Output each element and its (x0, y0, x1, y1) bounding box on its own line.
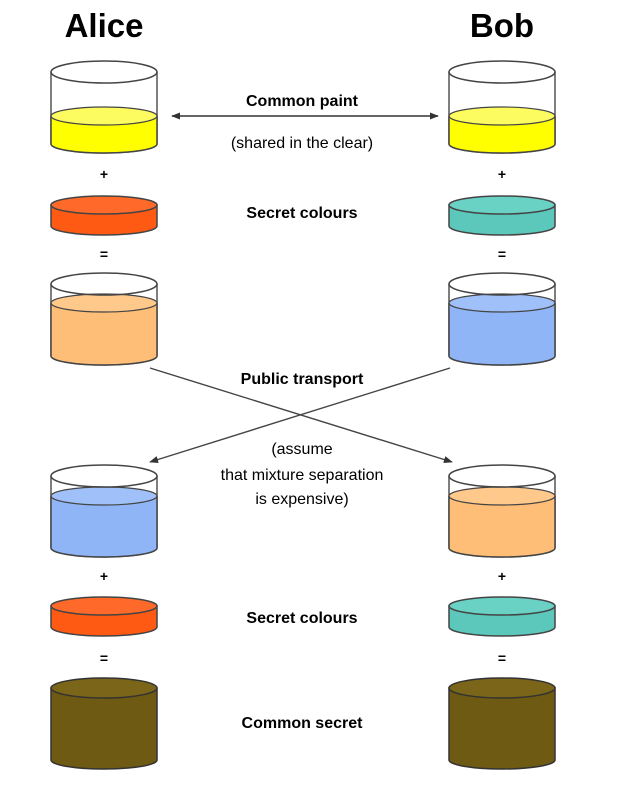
assumption-note-line-2: that mixture separation (220, 467, 384, 484)
alice-title: Alice (64, 7, 144, 44)
bob-mixture-beaker (448, 272, 556, 366)
alice-secret-colour-disc-2 (50, 596, 158, 637)
bob-received-mixture-beaker (448, 464, 556, 558)
bob-common-paint-beaker (448, 60, 556, 154)
alice-plus-2: + (99, 568, 109, 584)
bob-common-secret-cylinder (448, 677, 556, 770)
alice-common-paint-beaker (50, 60, 158, 154)
shared-in-clear-note: (shared in the clear) (230, 135, 374, 152)
alice-mixture-beaker (50, 272, 158, 366)
bob-secret-colour-disc (448, 195, 556, 236)
bob-title: Bob (469, 7, 535, 44)
alice-received-mixture-beaker (50, 464, 158, 558)
alice-secret-colour-disc (50, 195, 158, 236)
bob-equals-2: = (497, 650, 507, 666)
common-secret-label: Common secret (241, 715, 363, 732)
bob-equals-1: = (497, 246, 507, 262)
alice-common-secret-cylinder (50, 677, 158, 770)
assumption-note-line-1: (assume (271, 441, 333, 458)
common-paint-label: Common paint (246, 93, 358, 110)
secret-colours-label-1: Secret colours (246, 205, 358, 222)
alice-equals-2: = (99, 650, 109, 666)
bob-plus-1: + (497, 166, 507, 182)
exchange-arrow-bob-to-alice (149, 367, 451, 464)
public-transport-label: Public transport (240, 371, 364, 388)
bob-secret-colour-disc-2 (448, 596, 556, 637)
bob-plus-2: + (497, 568, 507, 584)
alice-plus-1: + (99, 166, 109, 182)
alice-equals-1: = (99, 246, 109, 262)
assumption-note-line-3: is expensive) (255, 491, 349, 508)
secret-colours-label-2: Secret colours (246, 610, 358, 627)
